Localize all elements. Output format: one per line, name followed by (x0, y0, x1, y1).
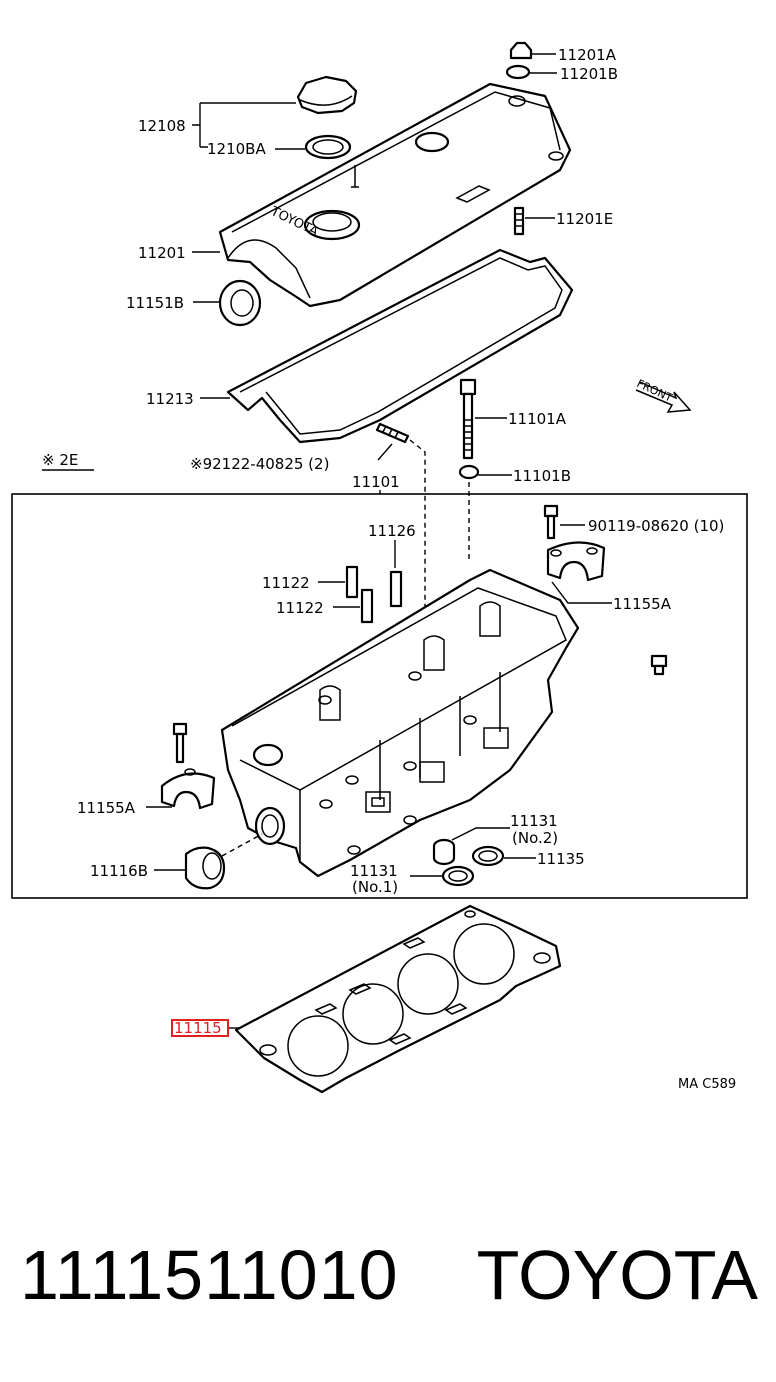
label-90119: 90119-08620 (10) (588, 517, 724, 535)
head-cover-gasket (226, 248, 574, 444)
valve-guides (345, 565, 403, 624)
brand-name: TOYOTA (476, 1236, 758, 1314)
label-11115: 11115 (174, 1019, 222, 1037)
head-bolt (458, 378, 480, 480)
cap-nut (505, 41, 533, 80)
label-11201E: 11201E (556, 210, 613, 228)
label-11201A: 11201A (558, 46, 617, 64)
crank-oil-seal (184, 846, 226, 890)
label-11126: 11126 (368, 522, 416, 540)
cap-bolt (543, 504, 559, 540)
label-11101B: 11101B (513, 467, 571, 485)
label-1210BA: 1210BA (207, 140, 266, 158)
label-11116B: 11116B (90, 862, 148, 880)
label-11131-no2-sub: (No.2) (512, 829, 558, 847)
cam-oil-seal (218, 279, 262, 327)
label-11151B: 11151B (126, 294, 184, 312)
label-11155A-right: 11155A (613, 595, 672, 613)
oil-filler-cap (296, 75, 358, 160)
footer: 1111511010 TOYOTA (0, 1225, 776, 1335)
label-11213: 11213 (146, 390, 194, 408)
label-front: FRONT (635, 377, 675, 405)
cylinder-head-gasket (234, 904, 562, 1094)
plug-no1 (441, 865, 475, 887)
plug-no2 (432, 838, 456, 866)
stud-92122 (375, 422, 410, 444)
label-11135: 11135 (537, 850, 585, 868)
label-11131-no1-sub: (No.1) (352, 878, 398, 896)
bearing-cap-right (546, 541, 606, 582)
label-11201: 11201 (138, 244, 186, 262)
label-2E: ※ 2E (42, 451, 78, 469)
label-11101A: 11101A (508, 410, 567, 428)
front-arrow: FRONT (635, 377, 692, 413)
label-11201B: 11201B (560, 65, 618, 83)
label-12108: 12108 (138, 117, 186, 135)
highlight-box (171, 1019, 229, 1037)
label-11122a: 11122 (262, 574, 310, 592)
reference-code: MA C589 (678, 1077, 736, 1092)
label-11101: 11101 (352, 473, 400, 491)
part-number: 1111511010 (20, 1236, 399, 1314)
stud-bolt (513, 206, 525, 236)
label-11131-no1: 11131 (350, 862, 398, 880)
bearing-cap-left (160, 722, 216, 810)
label-11155A-left: 11155A (77, 799, 136, 817)
cylinder-head-cover: TOYOTA (218, 82, 572, 308)
cylinder-head (220, 568, 580, 878)
gasket-11135 (471, 845, 505, 867)
parts-diagram: 11201A 11201B 12108 1210BA TOYOTA 11201E… (11, 41, 748, 1094)
label-11131-no2: 11131 (510, 812, 558, 830)
label-11122b: 11122 (276, 599, 324, 617)
plug (650, 654, 668, 676)
label-92122: ※92122-40825 (2) (190, 455, 329, 473)
